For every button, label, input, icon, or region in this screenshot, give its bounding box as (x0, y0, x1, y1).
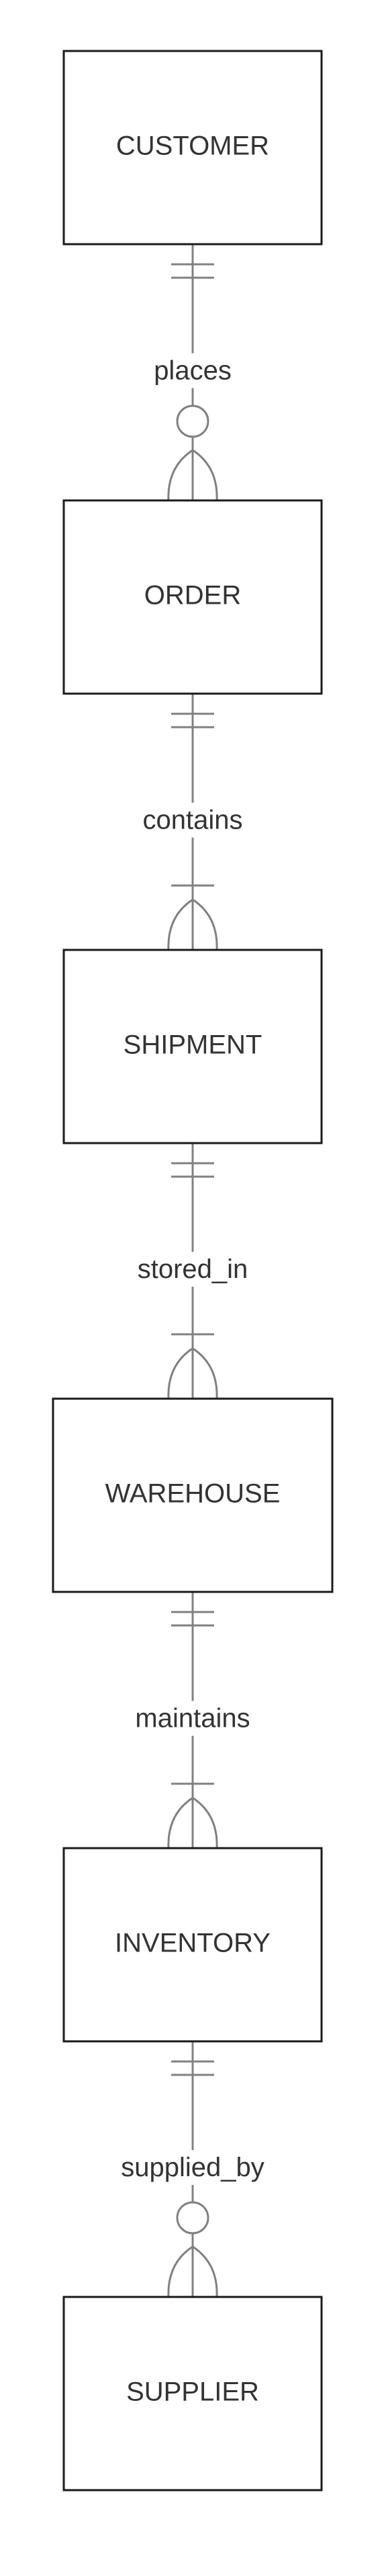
crows-foot-marker (167, 898, 218, 951)
relationships-layer: places contains stored_in maintains supplied… (115, 244, 270, 2298)
entity-order: ORDER (62, 499, 323, 695)
relationship-label: contains (143, 806, 243, 835)
relationship-label-group: places (148, 353, 237, 388)
crows-foot-marker (167, 1347, 218, 1399)
relationship-places: places (148, 244, 237, 501)
entity-label: CUSTOMER (116, 131, 269, 161)
crows-foot-marker (167, 449, 218, 501)
entities-layer: CUSTOMER ORDER SHIPMENT WAREHOUSE INVENTORY S… (52, 50, 334, 2491)
entity-shipment: SHIPMENT (62, 949, 323, 1144)
entity-warehouse: WAREHOUSE (52, 1397, 334, 1593)
entity-box (62, 1847, 323, 2043)
relationship-label-bg (137, 802, 248, 838)
relationship-label-bg (132, 1252, 254, 1287)
entity-supplier: SUPPLIER (62, 2296, 323, 2491)
entity-box (62, 499, 323, 695)
relationship-label: maintains (135, 1704, 250, 1733)
entity-customer: CUSTOMER (62, 50, 323, 246)
exactly-one-marker (171, 263, 214, 279)
exactly-one-marker (171, 712, 214, 729)
relationship-label-group: stored_in (132, 1252, 254, 1287)
exactly-one-marker (171, 2060, 214, 2076)
entity-label: SUPPLIER (126, 2377, 259, 2407)
relationship-maintains: maintains (130, 1592, 256, 1849)
zero-marker (176, 2201, 209, 2235)
entity-box (62, 50, 323, 246)
entity-label: WAREHOUSE (105, 1479, 281, 1509)
relationship-label-group: maintains (130, 1701, 256, 1736)
entity-box (62, 949, 323, 1144)
relationship-label-bg (115, 2150, 270, 2186)
entity-box (62, 2296, 323, 2491)
relationship-label-group: contains (137, 802, 248, 838)
relationship-contains: contains (137, 694, 248, 951)
relationship-stored-in: stored_in (132, 1143, 254, 1399)
crows-foot-marker (167, 2245, 218, 2298)
exactly-one-marker (171, 1162, 214, 1178)
crows-foot-marker (167, 1796, 218, 1849)
relationship-label: supplied_by (121, 2153, 264, 2182)
relationship-label-bg (130, 1701, 256, 1736)
exactly-one-marker (171, 1611, 214, 1627)
entity-inventory: INVENTORY (62, 1847, 323, 2043)
relationship-label: places (154, 356, 232, 386)
relationship-supplied-by: supplied_by (115, 2041, 270, 2298)
entity-label: ORDER (144, 581, 241, 610)
relationship-label-bg (148, 353, 237, 388)
entity-label: INVENTORY (115, 1929, 271, 1958)
zero-marker (176, 405, 209, 438)
relationship-label: stored_in (138, 1254, 248, 1284)
relationship-label-group: supplied_by (115, 2150, 270, 2186)
entity-label: SHIPMENT (124, 1030, 262, 1060)
entity-box (52, 1397, 334, 1593)
